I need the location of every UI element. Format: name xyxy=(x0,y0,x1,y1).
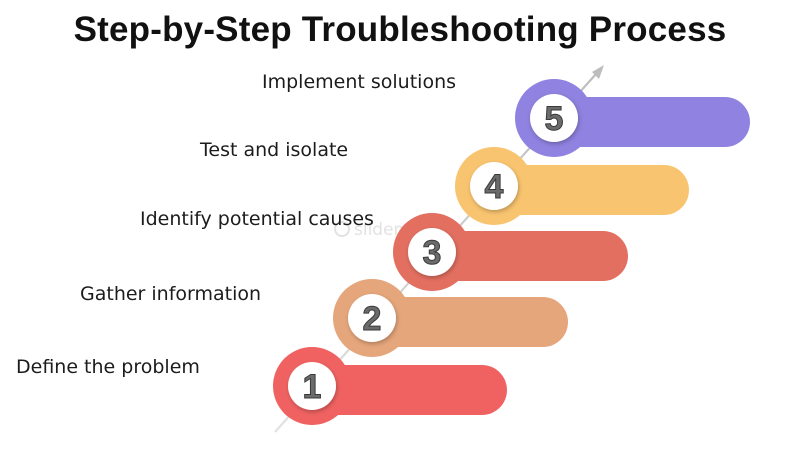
step-1-number-badge xyxy=(288,362,336,410)
step-label-1: Define the problem xyxy=(16,356,200,378)
step-2: 2 xyxy=(333,279,568,357)
step-4-number-badge xyxy=(470,162,518,210)
step-3: 3 xyxy=(393,213,628,291)
step-4: 4 xyxy=(455,147,689,225)
step-3-number-badge xyxy=(408,228,456,276)
step-2-bar xyxy=(372,297,568,347)
step-4-number: 4 xyxy=(485,168,504,206)
step-1: 1 xyxy=(273,347,507,425)
step-3-bar xyxy=(432,231,628,281)
step-5-number: 5 xyxy=(545,100,564,138)
step-label-3: Identify potential causes xyxy=(140,208,374,230)
step-2-number: 2 xyxy=(363,300,382,338)
step-5: 5 xyxy=(515,79,750,157)
step-4-bar xyxy=(494,165,689,215)
step-label-2: Gather information xyxy=(80,283,262,305)
step-1-bar xyxy=(312,365,507,415)
step-5-number-badge xyxy=(530,94,578,142)
step-5-bar xyxy=(554,97,750,147)
step-1-number: 1 xyxy=(303,368,322,406)
step-label-4: Test and isolate xyxy=(200,139,349,161)
step-3-number: 3 xyxy=(423,234,442,272)
step-label-5: Implement solutions xyxy=(262,71,457,93)
diagram-title: Step-by-Step Troubleshooting Process xyxy=(73,10,727,49)
step-2-number-badge xyxy=(348,294,396,342)
